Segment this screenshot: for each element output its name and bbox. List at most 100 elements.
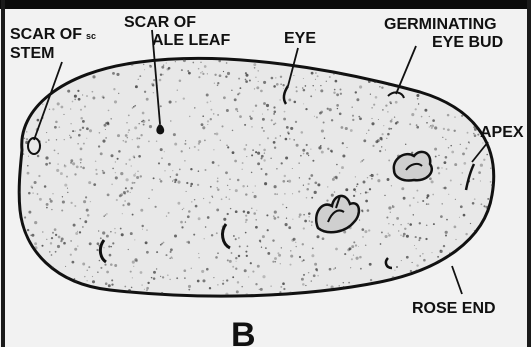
skin-speckle: [213, 149, 214, 150]
skin-speckle: [223, 71, 224, 72]
skin-speckle: [463, 264, 464, 265]
skin-speckle: [239, 115, 242, 118]
skin-speckle: [135, 173, 136, 174]
skin-speckle: [305, 285, 306, 286]
skin-speckle: [286, 126, 289, 129]
skin-speckle: [384, 195, 385, 196]
skin-speckle: [229, 198, 231, 200]
skin-speckle: [345, 188, 348, 191]
skin-speckle: [252, 111, 253, 112]
skin-speckle: [413, 276, 414, 277]
skin-speckle: [302, 87, 304, 89]
skin-speckle: [426, 225, 428, 227]
skin-speckle: [372, 145, 374, 147]
skin-speckle: [67, 192, 68, 193]
skin-speckle: [356, 186, 357, 187]
skin-speckle: [96, 64, 97, 65]
skin-speckle: [118, 93, 119, 94]
skin-speckle: [351, 245, 354, 248]
skin-speckle: [402, 235, 404, 237]
skin-speckle: [266, 104, 269, 107]
skin-speckle: [37, 193, 39, 195]
skin-speckle: [315, 89, 316, 90]
skin-speckle: [48, 274, 51, 277]
skin-speckle: [17, 90, 19, 92]
skin-speckle: [455, 267, 457, 269]
skin-speckle: [367, 209, 370, 212]
skin-speckle: [403, 233, 406, 236]
skin-speckle: [418, 239, 420, 241]
skin-speckle: [302, 243, 304, 245]
skin-speckle: [296, 144, 299, 147]
label-scar-of-scale-leaf-line2: ALE LEAF: [152, 32, 230, 50]
skin-speckle: [61, 106, 64, 109]
skin-speckle: [472, 78, 475, 81]
skin-speckle: [229, 179, 230, 180]
skin-speckle: [39, 296, 40, 297]
skin-speckle: [25, 279, 26, 280]
skin-speckle: [392, 276, 395, 279]
skin-speckle: [166, 215, 167, 216]
skin-speckle: [162, 74, 164, 76]
skin-speckle: [440, 215, 443, 218]
skin-speckle: [275, 137, 277, 139]
skin-speckle: [454, 130, 456, 132]
skin-speckle: [217, 178, 218, 179]
skin-speckle: [88, 181, 91, 184]
skin-speckle: [217, 284, 218, 285]
skin-speckle: [344, 253, 346, 255]
skin-speckle: [143, 298, 145, 300]
skin-speckle: [382, 109, 384, 111]
skin-speckle: [262, 114, 263, 115]
skin-speckle: [134, 182, 136, 184]
skin-speckle: [274, 217, 277, 220]
skin-speckle: [214, 83, 215, 84]
skin-speckle: [487, 98, 488, 99]
skin-speckle: [251, 126, 252, 127]
skin-speckle: [55, 279, 56, 280]
skin-speckle: [27, 229, 29, 231]
skin-speckle: [138, 123, 140, 125]
skin-speckle: [355, 91, 357, 93]
skin-speckle: [336, 164, 338, 166]
skin-speckle: [145, 241, 148, 244]
skin-speckle: [52, 274, 53, 275]
skin-speckle: [401, 260, 402, 261]
skin-speckle: [385, 104, 387, 106]
skin-speckle: [273, 106, 275, 108]
skin-speckle: [31, 187, 33, 189]
skin-speckle: [204, 65, 207, 68]
skin-speckle: [112, 242, 114, 244]
skin-speckle: [74, 173, 76, 175]
skin-speckle: [446, 219, 448, 221]
skin-speckle: [184, 277, 186, 279]
skin-speckle: [445, 263, 448, 266]
skin-speckle: [26, 295, 28, 297]
skin-speckle: [241, 286, 243, 288]
skin-speckle: [274, 193, 276, 195]
skin-speckle: [494, 284, 496, 286]
skin-speckle: [144, 69, 145, 70]
skin-speckle: [387, 133, 390, 136]
skin-speckle: [427, 62, 428, 63]
skin-speckle: [321, 129, 324, 132]
skin-speckle: [284, 193, 285, 194]
skin-speckle: [146, 289, 148, 291]
skin-speckle: [24, 216, 26, 218]
skin-speckle: [282, 180, 285, 183]
skin-speckle: [278, 296, 280, 298]
skin-speckle: [359, 220, 360, 221]
skin-speckle: [450, 179, 452, 181]
skin-speckle: [159, 178, 161, 180]
skin-speckle: [65, 291, 68, 294]
skin-speckle: [298, 63, 300, 65]
skin-speckle: [251, 208, 252, 209]
skin-speckle: [495, 183, 497, 185]
skin-speckle: [255, 219, 257, 221]
skin-speckle: [99, 132, 101, 134]
skin-speckle: [455, 86, 458, 89]
skin-speckle: [386, 138, 387, 139]
skin-speckle: [290, 127, 293, 130]
skin-speckle: [482, 239, 485, 242]
skin-speckle: [256, 86, 259, 89]
